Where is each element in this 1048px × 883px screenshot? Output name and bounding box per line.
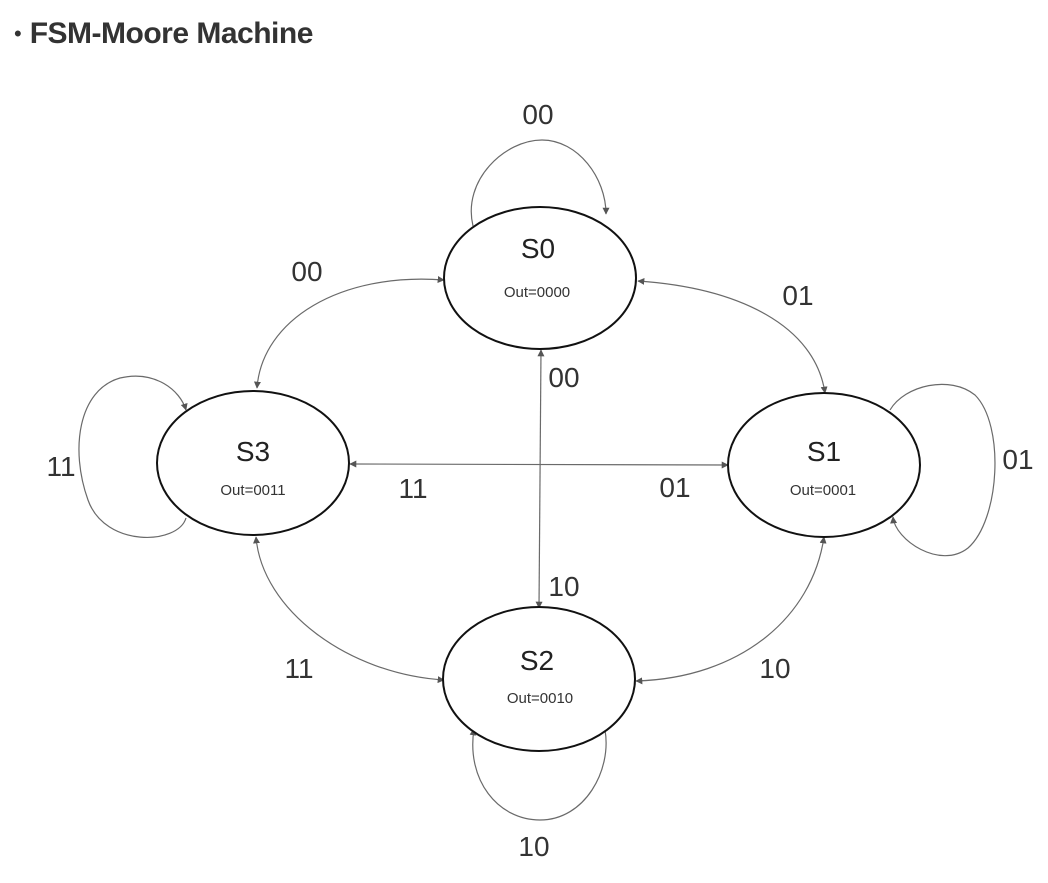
state-s0-circle — [443, 206, 637, 350]
edge-s1-self — [889, 383, 996, 557]
edge-s0-s2 — [535, 349, 545, 609]
state-s2-circle — [442, 606, 636, 752]
state-s0-output: Out=0000 — [504, 284, 570, 301]
label-s3-self: 11 — [46, 451, 75, 482]
edge-s3-self — [78, 375, 188, 538]
label-to-s2-from-s0: 10 — [548, 571, 579, 602]
edge-s0-s1 — [637, 277, 828, 394]
label-to-s1-from-s3: 01 — [659, 472, 690, 503]
edge-s0-s3 — [253, 276, 445, 389]
slide-title: • FSM-Moore Machine — [14, 10, 313, 58]
state-s3: S3 Out=0011 — [156, 390, 350, 536]
edge-s1-s2 — [635, 536, 827, 685]
edge-s3-s1 — [349, 460, 729, 469]
edge-s0-self — [470, 139, 610, 227]
label-to-s0-from-s3: 00 — [291, 256, 322, 287]
page-title: FSM-Moore Machine — [29, 17, 314, 50]
label-to-s2-from-s1: 10 — [759, 653, 790, 684]
label-to-s3-from-s1: 11 — [398, 473, 427, 504]
label-s1-self: 01 — [1002, 444, 1033, 475]
label-s0-self: 00 — [522, 99, 553, 130]
state-s2: S2 Out=0010 — [442, 606, 636, 752]
state-s3-output: Out=0011 — [220, 482, 285, 499]
state-s1-circle — [727, 392, 921, 538]
state-s1-output: Out=0001 — [790, 482, 856, 499]
state-s2-output: Out=0010 — [507, 690, 573, 707]
edge-s2-self — [469, 728, 607, 821]
state-s2-name: S2 — [520, 645, 554, 676]
label-to-s0-from-s2: 00 — [548, 362, 579, 393]
label-to-s1-from-s0: 01 — [782, 280, 813, 311]
state-s3-circle — [156, 390, 350, 536]
edge-s3-s2 — [253, 536, 445, 684]
transition-labels: 00 00 01 00 11 11 01 01 10 11 10 10 — [46, 99, 1033, 862]
state-s0-name: S0 — [521, 233, 555, 264]
label-s2-self: 10 — [518, 831, 549, 862]
bullet-icon: • — [14, 21, 22, 46]
state-s0: S0 Out=0000 — [443, 206, 637, 350]
label-to-s3-from-s2: 11 — [284, 653, 313, 684]
state-s1-name: S1 — [807, 436, 841, 467]
state-s1: S1 Out=0001 — [727, 392, 921, 538]
transition-edges — [78, 139, 996, 821]
state-s3-name: S3 — [236, 436, 270, 467]
